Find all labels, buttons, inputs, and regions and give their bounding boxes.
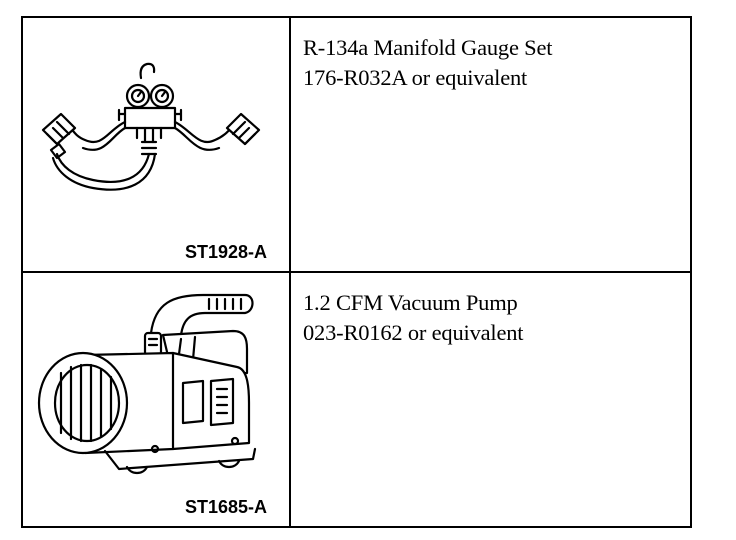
tool-row-vacuum-pump: ST1685-A 1.2 CFM Vacuum Pump 023-R0162 o… [21,271,692,528]
tool-image-cell: ST1685-A [21,271,291,528]
tool-image-cell: ST1928-A [21,16,291,273]
tool-code: ST1685-A [184,497,267,517]
tool-name: 1.2 CFM Vacuum Pump [303,290,518,315]
manifold-gauge-set-illustration [41,62,261,191]
tool-name: R-134a Manifold Gauge Set [303,35,553,60]
tool-part-number: 176-R032A or equivalent [303,65,528,90]
tool-part-number: 023-R0162 or equivalent [303,320,524,345]
tool-description-cell: R-134a Manifold Gauge Set 176-R032A or e… [289,16,692,273]
special-tools-table: ST1928-A R-134a Manifold Gauge Set 176-R… [21,16,692,528]
tool-code: ST1928-A [184,242,267,262]
tool-row-manifold-gauge: ST1928-A R-134a Manifold Gauge Set 176-R… [21,16,692,273]
vacuum-pump-illustration [37,293,257,475]
tool-description-cell: 1.2 CFM Vacuum Pump 023-R0162 or equival… [289,271,692,528]
